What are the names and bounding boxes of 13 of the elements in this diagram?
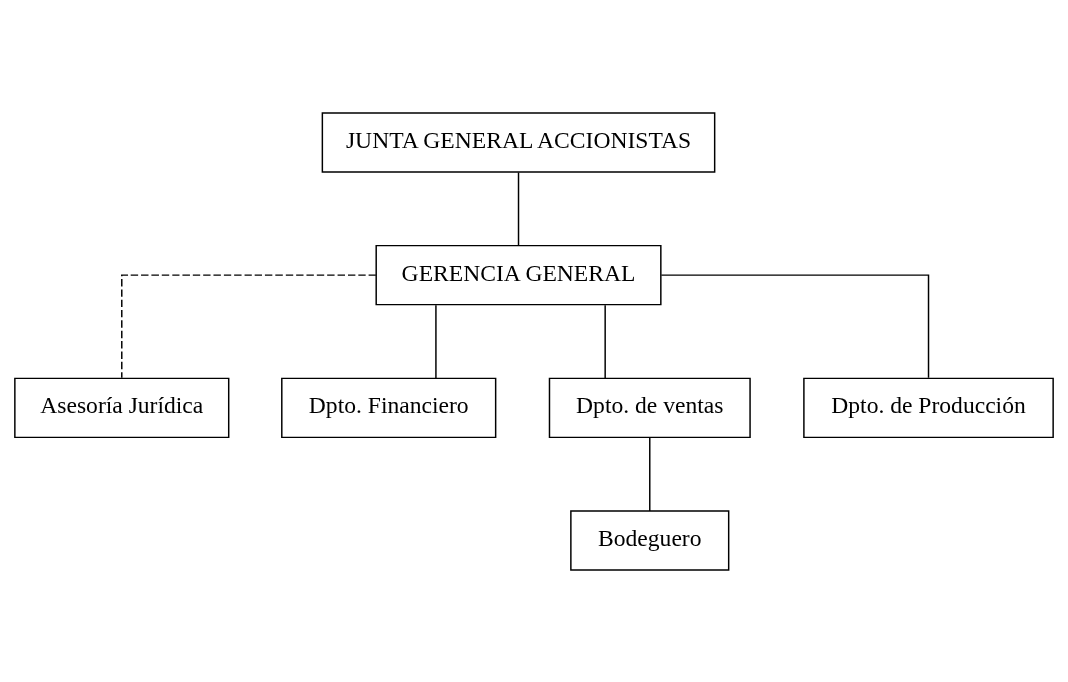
node-box: GERENCIA GENERAL xyxy=(375,244,662,305)
node-box: Asesoría Jurídica xyxy=(14,377,230,438)
node-box: Bodeguero xyxy=(570,509,730,571)
node-box: Dpto. de ventas xyxy=(548,377,751,438)
node-box: Dpto. de Producción xyxy=(803,377,1054,438)
connector xyxy=(517,171,520,246)
connector xyxy=(660,273,930,378)
connector xyxy=(604,304,606,379)
node-box: Dpto. Financiero xyxy=(281,377,497,438)
node-box: JUNTA GENERAL ACCIONISTAS xyxy=(321,111,716,173)
connector xyxy=(121,273,377,378)
connector xyxy=(435,304,437,379)
connector xyxy=(649,436,651,512)
